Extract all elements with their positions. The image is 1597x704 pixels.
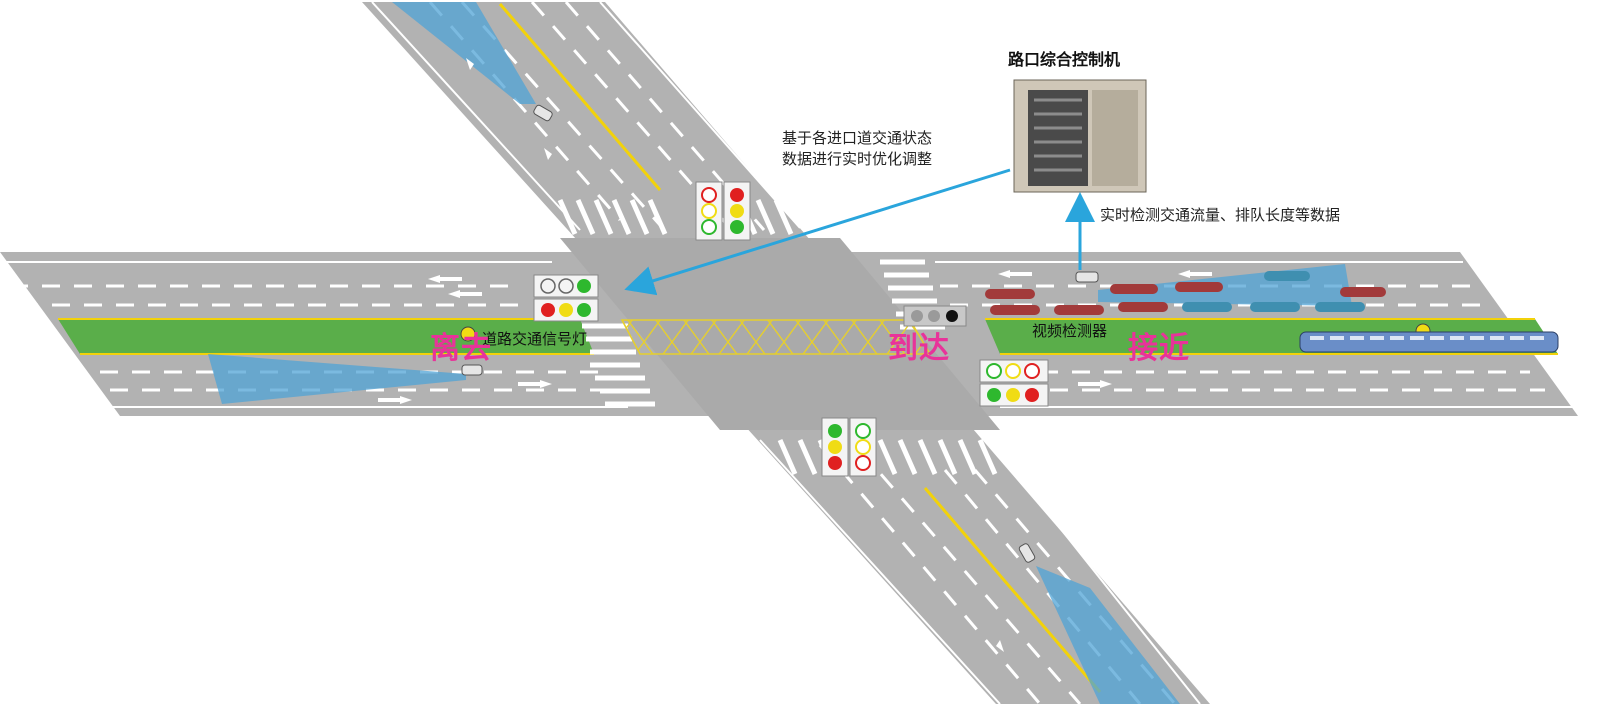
- data-flow-arrows: [624, 168, 1095, 296]
- median-marker-left: [460, 326, 476, 342]
- car-queue: [985, 271, 1386, 315]
- stage-arrive: 到达: [888, 331, 950, 366]
- yellow-center-line-south: [923, 487, 1102, 693]
- optimize-caption: 基于各进口道交通状态 数据进行实时优化调整: [782, 128, 932, 170]
- yellow-center-line-north: [498, 3, 662, 191]
- stage-approach: 接近: [1128, 331, 1190, 366]
- crosswalks: [557, 198, 998, 476]
- controller-title: 路口综合控制机: [1008, 50, 1121, 69]
- stage-depart: 离去: [430, 331, 492, 366]
- tram-icon: [1299, 331, 1559, 353]
- road-arrows: [378, 58, 1212, 652]
- traffic-signal-west: [533, 274, 599, 322]
- video-detector-label: 视频检测器: [1032, 322, 1108, 340]
- signal-light-label: 道路交通信号灯: [482, 330, 588, 348]
- camera-icon: [461, 104, 1099, 563]
- controller-cabinet-icon: [1013, 79, 1147, 193]
- no-stopping-box: [620, 319, 932, 355]
- traffic-signal-south: [821, 417, 877, 477]
- optimize-caption-line1: 基于各进口道交通状态: [782, 129, 933, 147]
- traffic-signal-north: [695, 181, 751, 241]
- optimize-caption-line2: 数据进行实时优化调整: [782, 150, 933, 168]
- traffic-signal-east: [903, 305, 1049, 407]
- detect-data-caption: 实时检测交通流量、排队长度等数据: [1100, 206, 1341, 224]
